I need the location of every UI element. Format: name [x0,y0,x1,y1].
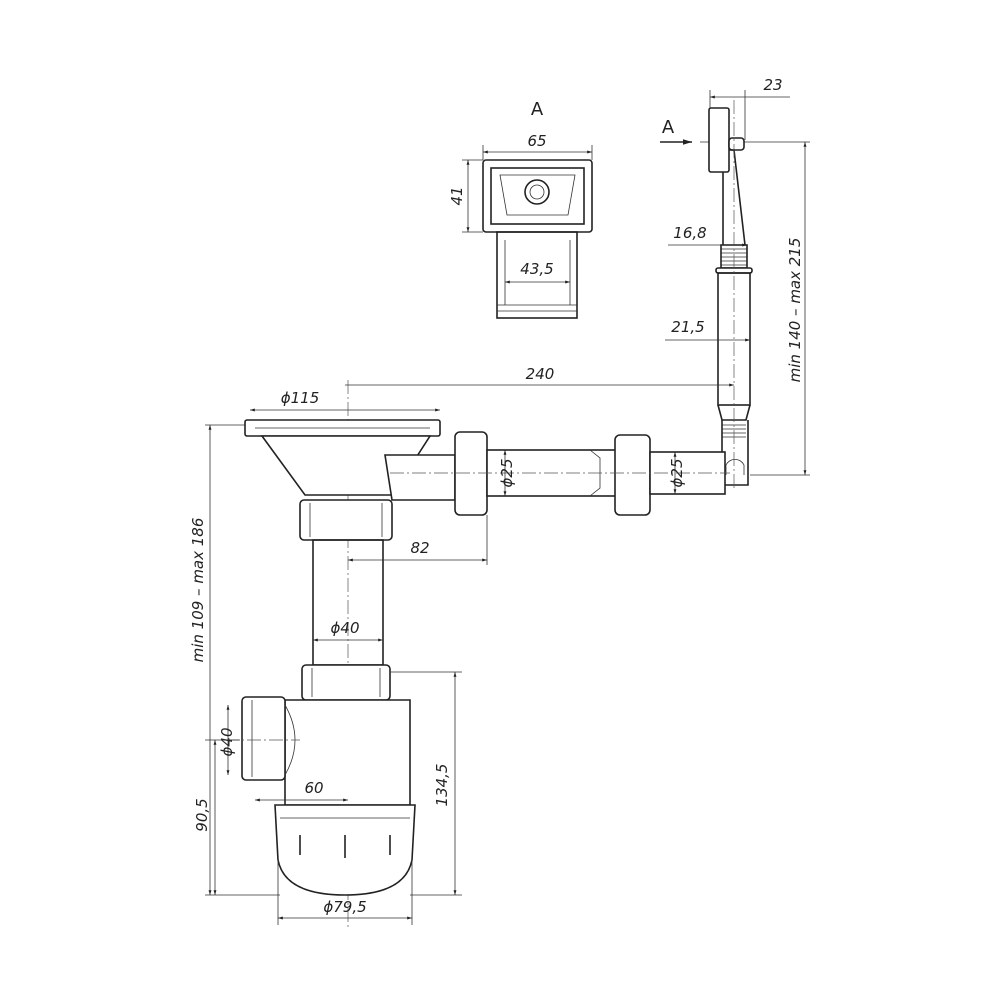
center-distance: 240 [526,365,555,383]
cup-diameter: ϕ79,5 [323,898,366,916]
side-pipe-2-diameter: ϕ25 [668,459,686,488]
sink-assembly: 240 ϕ115 ϕ25 ϕ25 82 ϕ40 min 109 – max 18… [189,365,734,930]
trap-height: 134,5 [433,764,451,807]
view-a-height: 41 [448,186,466,205]
view-a: A 65 41 43,5 [448,99,593,319]
overflow-height-range: min 140 – max 215 [786,238,804,383]
outlet-height: 90,5 [193,798,211,831]
view-a-neck: 43,5 [520,260,553,278]
overflow-pipe-bottom: 21,5 [671,318,704,336]
flange-diameter: ϕ115 [281,389,320,407]
overflow-assembly: A 23 16,8 21,5 min 140 – max 215 [660,76,810,490]
offset-82: 82 [410,539,429,557]
pipe-diameter: ϕ40 [331,619,360,637]
view-a-label: A [531,99,544,120]
sink-height-range: min 109 – max 186 [189,518,207,663]
overflow-depth: 23 [763,76,782,94]
outlet-diameter: ϕ40 [218,728,236,757]
overflow-pipe-top: 16,8 [673,224,706,242]
section-marker: A [662,117,675,138]
trap-assembly: ϕ40 60 134,5 90,5 ϕ79,5 [193,664,462,925]
side-pipe-1-diameter: ϕ25 [498,459,516,488]
outlet-offset: 60 [304,779,323,797]
view-a-width: 65 [527,132,546,150]
